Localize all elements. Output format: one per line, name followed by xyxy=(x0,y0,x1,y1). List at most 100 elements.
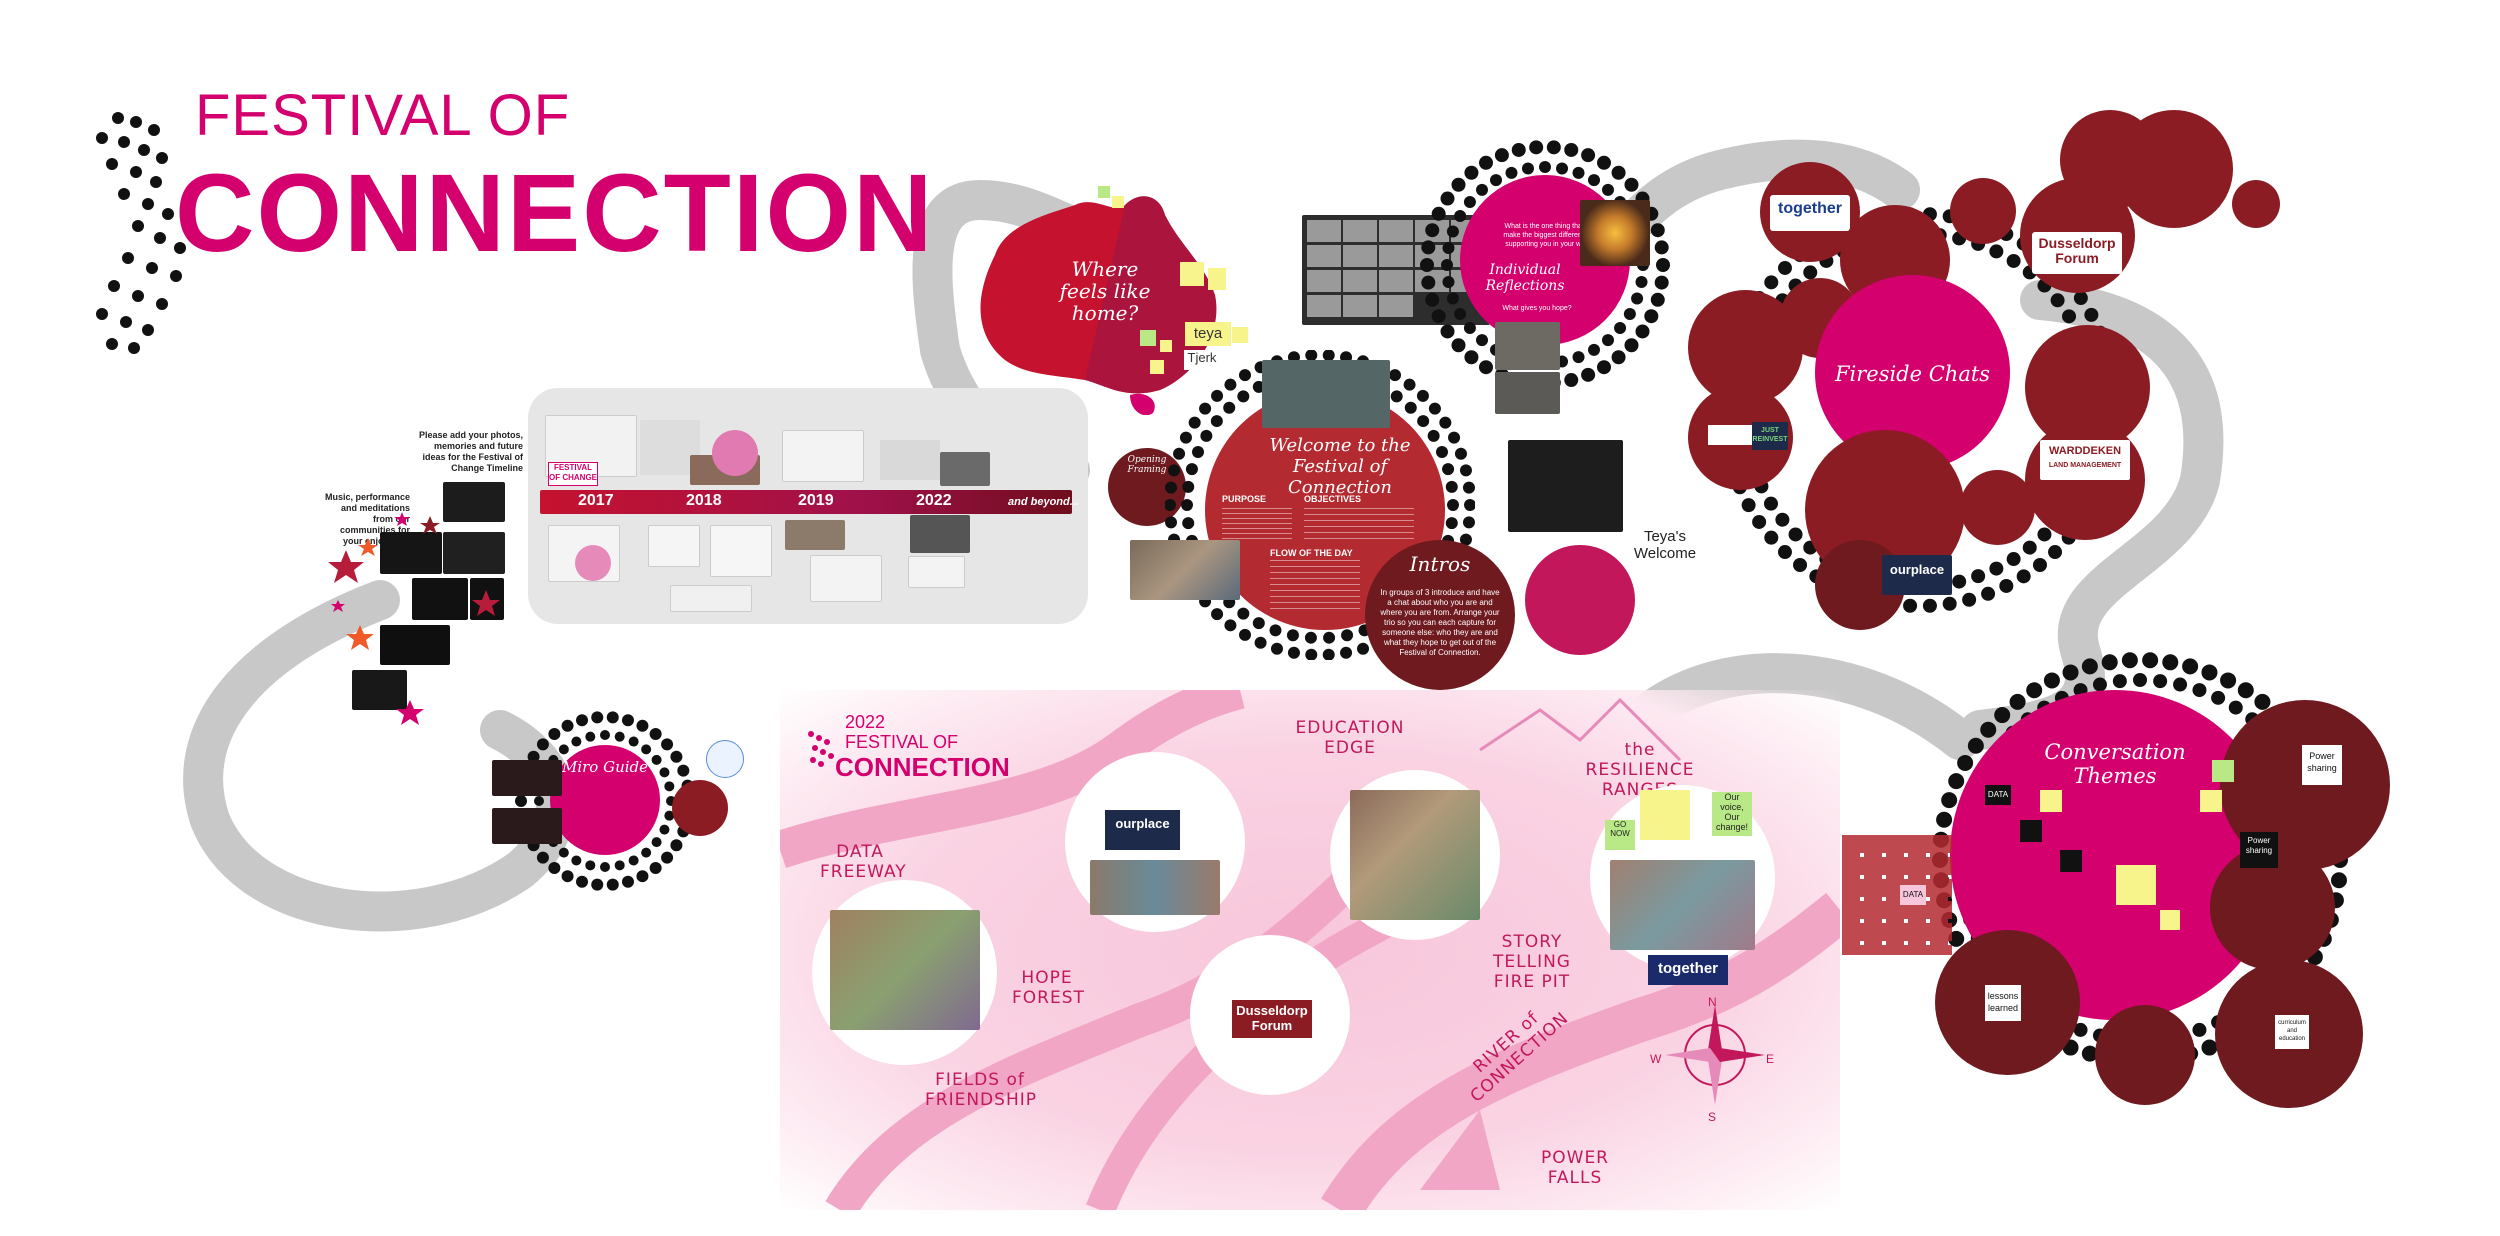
timeline-photo[interactable] xyxy=(710,525,772,577)
ring-dot xyxy=(1252,617,1265,630)
ring-dot xyxy=(1611,165,1626,180)
candle-photo[interactable] xyxy=(1580,200,1650,266)
teya-welcome-video[interactable] xyxy=(1508,440,1623,532)
fireside-circle[interactable] xyxy=(2232,180,2280,228)
reflection-photo[interactable] xyxy=(1495,322,1560,370)
welcome-notes-circle[interactable] xyxy=(1525,545,1635,655)
fireside-circle[interactable] xyxy=(2115,110,2233,228)
power-sharing-note[interactable]: Power sharing xyxy=(2302,745,2342,785)
ring-dot xyxy=(1239,628,1251,641)
teya-note[interactable]: teya xyxy=(1185,322,1231,346)
ring-dot xyxy=(1588,174,1600,187)
sticky-note[interactable] xyxy=(1112,196,1124,208)
conversation-note-cluster[interactable] xyxy=(1842,835,1952,955)
timeline-photo[interactable] xyxy=(810,555,882,602)
ring-dot xyxy=(621,714,634,727)
photo-collage[interactable] xyxy=(1130,540,1240,600)
video-tile[interactable] xyxy=(412,578,468,620)
welcome-video[interactable] xyxy=(1262,360,1390,428)
black-note[interactable] xyxy=(2060,850,2082,872)
ring-dot xyxy=(1564,373,1579,388)
black-note[interactable] xyxy=(2020,820,2042,842)
miro-info-circle[interactable] xyxy=(672,780,728,836)
video-tile[interactable] xyxy=(380,625,450,665)
video-tile[interactable] xyxy=(443,532,505,574)
ring-dot xyxy=(659,824,670,835)
intros-circle[interactable] xyxy=(1365,540,1515,690)
sticky-note[interactable] xyxy=(1140,330,1156,346)
timeline-photo[interactable] xyxy=(648,525,700,567)
map-title-mid: FESTIVAL OF xyxy=(845,732,959,752)
together-logo[interactable] xyxy=(1770,195,1850,231)
sticky-note[interactable] xyxy=(1208,268,1226,290)
yellow-note[interactable] xyxy=(2160,910,2180,930)
sticky-note[interactable] xyxy=(1098,186,1110,198)
resilience-voice-note[interactable]: Our voice, Our change! xyxy=(1712,792,1752,836)
miro-guide-screen[interactable] xyxy=(492,808,562,844)
timeline-photo[interactable] xyxy=(880,440,940,480)
dusseldorp-logo[interactable] xyxy=(2032,232,2122,274)
reflection-photo[interactable] xyxy=(1495,372,1560,414)
data-note[interactable]: DATA xyxy=(1985,785,2011,805)
miro-guide-screen[interactable] xyxy=(492,760,562,796)
map-collage-data[interactable] xyxy=(830,910,980,1030)
timeline-bar[interactable] xyxy=(540,490,1072,514)
ring-dot xyxy=(1421,240,1436,255)
tjerk-note[interactable]: Tjerk xyxy=(1184,350,1220,370)
just-reinvest-logo[interactable]: JUST REINVEST xyxy=(1752,422,1788,450)
warddeken-circle[interactable] xyxy=(2025,420,2145,540)
theme-circle[interactable] xyxy=(2095,1005,2195,1105)
reflections-sub: What gives you hope? xyxy=(1502,305,1572,312)
resilience-note[interactable] xyxy=(1640,790,1690,840)
timeline-pink-circle[interactable] xyxy=(575,545,611,581)
timeline-photo[interactable] xyxy=(785,520,845,550)
timeline-festival-poster[interactable] xyxy=(782,430,864,482)
yellow-note[interactable] xyxy=(2040,790,2062,812)
timeline-photo[interactable] xyxy=(940,452,990,486)
map-together-logo[interactable] xyxy=(1648,955,1728,985)
ring-dot xyxy=(600,730,610,740)
ring-dot xyxy=(1188,416,1201,429)
lessons-learned-note[interactable]: lessons learned xyxy=(1985,985,2021,1021)
warddeken-logo[interactable] xyxy=(2040,440,2130,480)
video-tile[interactable] xyxy=(380,532,442,574)
ring-dot xyxy=(1962,592,1977,607)
ring-dot xyxy=(1185,463,1198,476)
power-sharing-note-2[interactable]: Power sharing xyxy=(2240,832,2278,868)
ourplace-logo[interactable] xyxy=(1882,555,1952,595)
sticky-note[interactable] xyxy=(1150,360,1164,374)
ring-dot xyxy=(1420,258,1434,272)
yellow-note[interactable] xyxy=(2200,790,2222,812)
timeline-photo[interactable] xyxy=(908,556,965,588)
fireside-circle[interactable] xyxy=(1960,470,2035,545)
data-note-2[interactable]: DATA xyxy=(1900,885,1926,905)
map-collage-resilience[interactable] xyxy=(1610,860,1755,950)
yellow-note[interactable] xyxy=(2116,865,2156,905)
map-collage-ourplace[interactable] xyxy=(1090,860,1220,915)
miro-blue-circle[interactable] xyxy=(706,740,744,778)
miro-guide-circle[interactable] xyxy=(550,745,660,855)
video-tile[interactable] xyxy=(352,670,407,710)
map-ourplace-logo[interactable] xyxy=(1105,810,1180,850)
fireside-logo-tile[interactable] xyxy=(1708,425,1754,445)
video-tile[interactable] xyxy=(443,482,505,522)
timeline-photo[interactable] xyxy=(910,515,970,553)
fireside-circle[interactable] xyxy=(1950,178,2016,244)
ring-dot xyxy=(571,736,582,747)
sticky-note[interactable] xyxy=(1232,327,1248,343)
timeline-photo[interactable] xyxy=(670,585,752,612)
green-note[interactable] xyxy=(2212,760,2234,782)
australia-map[interactable] xyxy=(965,185,1225,415)
timeline-pink-circle[interactable] xyxy=(712,430,758,476)
curriculum-note[interactable]: curriculum and education xyxy=(2275,1015,2309,1049)
map-collage-education[interactable] xyxy=(1350,790,1480,920)
ring-dot xyxy=(1341,629,1354,642)
ring-dot xyxy=(2112,674,2127,689)
map-label-hope-forest: HOPE FOREST xyxy=(1012,968,1085,1008)
sticky-note[interactable] xyxy=(1160,340,1172,352)
sticky-note[interactable] xyxy=(1180,262,1204,286)
go-now-note[interactable]: GO NOW xyxy=(1605,820,1635,850)
map-dusseldorp-logo[interactable] xyxy=(1232,1000,1312,1038)
ring-dot xyxy=(2330,872,2347,889)
